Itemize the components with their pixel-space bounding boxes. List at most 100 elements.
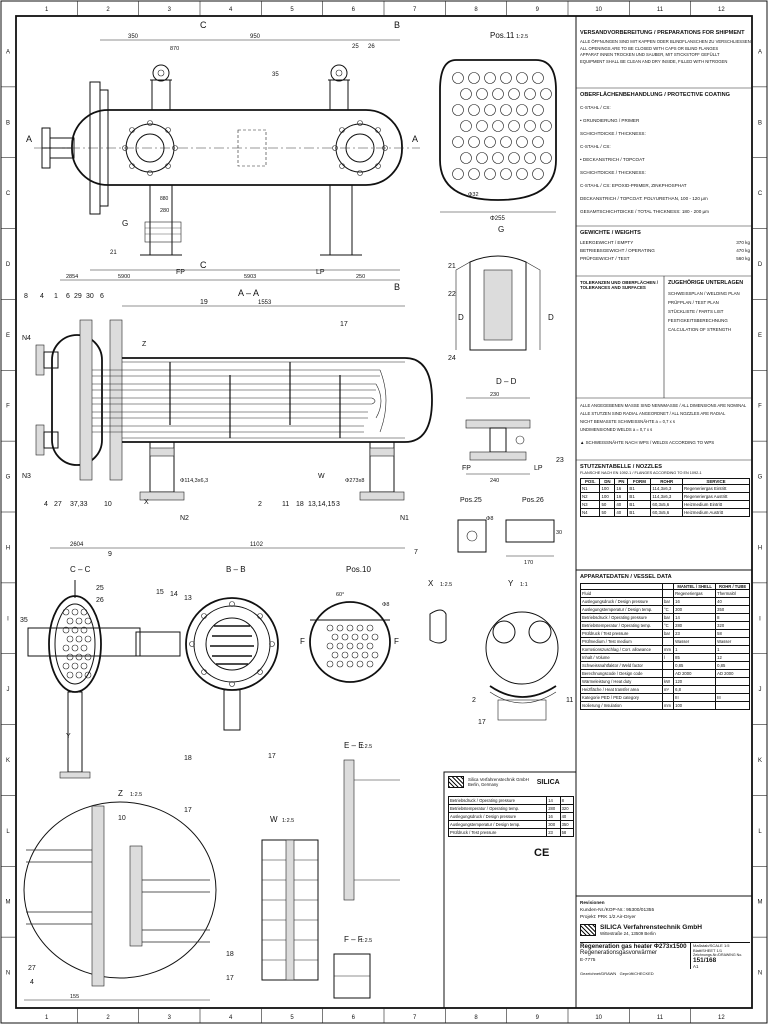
general-note-line: ALLE STUTZEN SIND RADIAL ANGEORDNET / AL… (580, 411, 726, 416)
pos11-tubesheet-view: Pos.11 1:2.5 Φ255 Φ32 (439, 31, 557, 222)
drawn-label: Gezeichnet/DRAWN (580, 971, 617, 976)
project-name: Projekt: PRK 1/2 Air-Dryer (580, 915, 636, 920)
tube-hole (366, 642, 374, 650)
grid-col-number: 9 (536, 7, 540, 13)
documents-block: ZUGEHÖRIGE UNTERLAGEN SCHWEISSPLAN / WEL… (668, 280, 752, 334)
section-cc-title: C – C (70, 565, 91, 574)
section-f-f: F – F 1:2.5 (333, 935, 372, 999)
tube-hole (66, 653, 74, 661)
grid-row-letter: F (758, 404, 762, 410)
grid-col-number: 1 (45, 1015, 49, 1021)
scale-value: 1:5 (723, 943, 730, 948)
general-note-line: UNDIMENSIONED WELDS a = 0,7 x s (580, 427, 653, 432)
revisions-title: Revisionen (580, 900, 605, 905)
company-name: SILICA Verfahrenstechnik GmbH (600, 924, 702, 931)
tube-hole (331, 651, 339, 659)
dim-2854: 2854 (66, 274, 78, 280)
dim-350: 350 (128, 34, 139, 40)
dim-250: 250 (356, 274, 365, 280)
detail-w: W (318, 473, 325, 480)
tube-hole (516, 136, 528, 148)
view-w-scale: 1:2.5 (282, 818, 294, 824)
grid-row-letter: D (758, 262, 763, 268)
item-number: E-7775 (580, 958, 596, 963)
view-w-title: W (270, 815, 278, 824)
pos25-title: Pos.25 (460, 497, 482, 504)
view-x: X 1:2.5 (428, 579, 452, 644)
checked-label: Geprüft/CHECKED (619, 971, 654, 976)
pos10-dim-60deg: 60° (336, 592, 344, 598)
pos-4: 4 (40, 293, 44, 300)
pos-3: 3 (336, 501, 340, 508)
nozzle-table: STUTZENTABELLE / NOZZLES FLANSCHE NACH E… (579, 464, 750, 517)
tube-hole (75, 617, 83, 625)
tube-hole (532, 168, 544, 180)
grid-row-letter: N (6, 971, 10, 977)
top-view: 350 950 870 35 25 26 280 2854 5900 5903 … (26, 20, 420, 292)
vessel-title: APPARATEDATEN / VESSEL DATA (580, 574, 672, 580)
tube-hole (84, 671, 92, 679)
dd-dim-240: 240 (490, 478, 499, 484)
pos-6: 6 (66, 293, 70, 300)
tube-hole (346, 642, 354, 650)
grid-col-number: 7 (413, 7, 417, 13)
grid-row-letter: I (759, 616, 761, 622)
tube-hole (80, 626, 88, 634)
dim-1102: 1102 (250, 542, 264, 548)
tube-hole (484, 104, 496, 116)
grid-col-number: 9 (536, 1015, 540, 1021)
grid-row-letter: B (6, 120, 10, 126)
tube-hole (366, 660, 374, 668)
tube-hole (492, 120, 504, 132)
pos-7: 7 (414, 549, 418, 556)
grid-row-letter: J (7, 687, 10, 693)
tube-hole (71, 608, 79, 616)
grid-row-letter: J (759, 687, 762, 693)
tube-hole (516, 72, 528, 84)
tube-hole (484, 72, 496, 84)
tube-hole (532, 72, 544, 84)
label-lp: LP (316, 269, 325, 276)
tube-hole (476, 88, 488, 100)
tube-hole (62, 608, 70, 616)
nozzle-n3: N3 (22, 473, 31, 480)
grid-row-letter: A (6, 49, 10, 55)
top-nozzle-left (122, 120, 178, 176)
dim-nozzle-pipe: Φ114,3x6,3 (180, 478, 208, 484)
doc-number: Kunden-Nr./KOP-Nr.: 95300/01355 (580, 908, 655, 913)
tube-hole (371, 651, 379, 659)
tube-hole (346, 624, 354, 632)
grid-row-letter: C (758, 191, 763, 197)
view-w-detail: W 1:2.5 (261, 815, 319, 981)
grid-row-letter: M (758, 900, 763, 906)
z-pos-17b: 17 (226, 975, 234, 982)
tube-hole (532, 104, 544, 116)
coating-line: SCHICHTDICKE / THICKNESS: (580, 131, 646, 136)
bb-pos-15: 15 (156, 589, 164, 596)
pos-2: 2 (258, 501, 262, 508)
sheet-label: Blatt/SHEET (693, 948, 716, 953)
dim-880: 880 (160, 196, 169, 202)
title-block-right: Revisionen Kunden-Nr./KOP-Nr.: 95300/013… (580, 900, 750, 976)
tube-hole (452, 72, 464, 84)
pos10-baffle: Pos.10 F F Φ8 60° (300, 565, 399, 683)
tube-hole (524, 88, 536, 100)
grid-row-letter: M (6, 900, 11, 906)
g-section-d-right: D (548, 313, 554, 322)
grid-col-number: 4 (229, 7, 233, 13)
pos-10: 10 (104, 501, 112, 508)
cc-tube-holes (62, 608, 92, 679)
pos10-section-f-right: F (394, 637, 399, 646)
section-e-e: E – E 1:2.5 (343, 741, 400, 901)
docs-title: ZUGEHÖRIGE UNTERLAGEN (668, 280, 744, 286)
pos-26: 26 (368, 44, 375, 50)
shipment-lines: ALLE ÖFFNUNGEN SIND MIT KAPPEN ODER BLIN… (580, 39, 751, 65)
shipment-line: EQUIPMENT SHALL BE CLEAN AND DRY INSIDE,… (580, 58, 728, 64)
drawing-title-de: Regenerationsgasvorwärmer (580, 950, 658, 956)
